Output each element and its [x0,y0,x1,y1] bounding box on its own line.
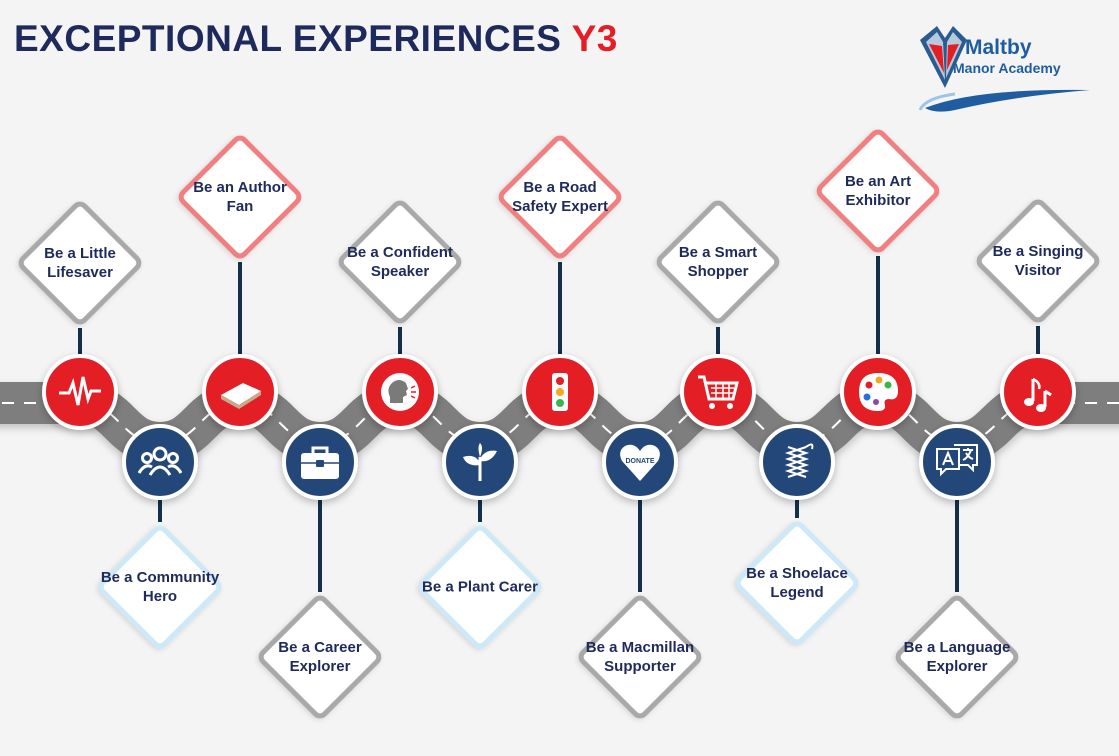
connector-line [1036,326,1040,354]
experience-label: Be a Singing Visitor [992,243,1084,279]
logo-subtitle: Manor Academy [953,60,1061,76]
connector-line [558,262,562,354]
experience-label: Be a Shoelace Legend [746,565,848,601]
experience-icon-circle [522,354,598,430]
connector-line [398,327,402,354]
shopping-cart-icon [698,375,739,409]
connector-line [238,262,242,354]
experience-label: Be a Career Explorer [278,639,362,675]
experience-label: Be an Author Fan [193,179,287,215]
experience-label: Be an Art Exhibitor [844,173,912,209]
experience-icon-circle [919,424,995,500]
experience-label: Be a Community Hero [100,569,220,605]
traffic-light-icon [552,373,568,411]
experience-icon-circle [1000,354,1076,430]
experience-label: Be a Confident Speaker [347,244,453,280]
book-icon [221,383,261,409]
experience-icon-circle [202,354,278,430]
experience-icon-circle [840,354,916,430]
connector-line [876,256,880,354]
page-title: EXCEPTIONAL EXPERIENCES Y3 [14,18,618,60]
music-note-icon [1024,377,1052,412]
experience-icon-circle: DONATE [602,424,678,500]
connector-line [955,500,959,592]
heartbeat-icon [59,376,101,406]
briefcase-icon [301,446,339,479]
logo-name: Maltby [965,36,1032,59]
experience-icon-circle [42,354,118,430]
connector-line [638,500,642,592]
year-label: Y3 [571,18,618,59]
people-icon [137,446,183,476]
experience-icon-circle [362,354,438,430]
experience-icon-circle [282,424,358,500]
paint-palette-icon [859,373,898,411]
experience-icon-circle [442,424,518,500]
sprout-icon [463,443,497,481]
connector-line [158,500,162,522]
experience-label: Be a Road Safety Expert [512,179,608,215]
school-logo: Maltby Manor Academy [915,18,1105,113]
experience-label: Be a Language Explorer [903,639,1011,675]
translate-icon [936,444,978,477]
connector-line [318,500,322,592]
svg-text:DONATE: DONATE [625,458,654,465]
shoelace-icon [784,443,814,478]
experience-icon-circle [680,354,756,430]
experience-label: Be a Plant Carer [422,578,538,596]
donate-heart-icon: DONATE [620,444,660,481]
connector-line [478,500,482,522]
experience-icon-circle [122,424,198,500]
logo-crest-icon [918,26,1090,112]
experience-label: Be a Macmillan Supporter [585,639,695,675]
experience-label: Be a Little Lifesaver [44,245,116,281]
speaking-head-icon [381,373,419,411]
connector-line [716,327,720,354]
connector-line [78,328,82,354]
experience-icon-circle [759,424,835,500]
connector-line [795,500,799,518]
experience-label: Be a Smart Shopper [678,244,758,280]
title-text: EXCEPTIONAL EXPERIENCES [14,18,562,59]
